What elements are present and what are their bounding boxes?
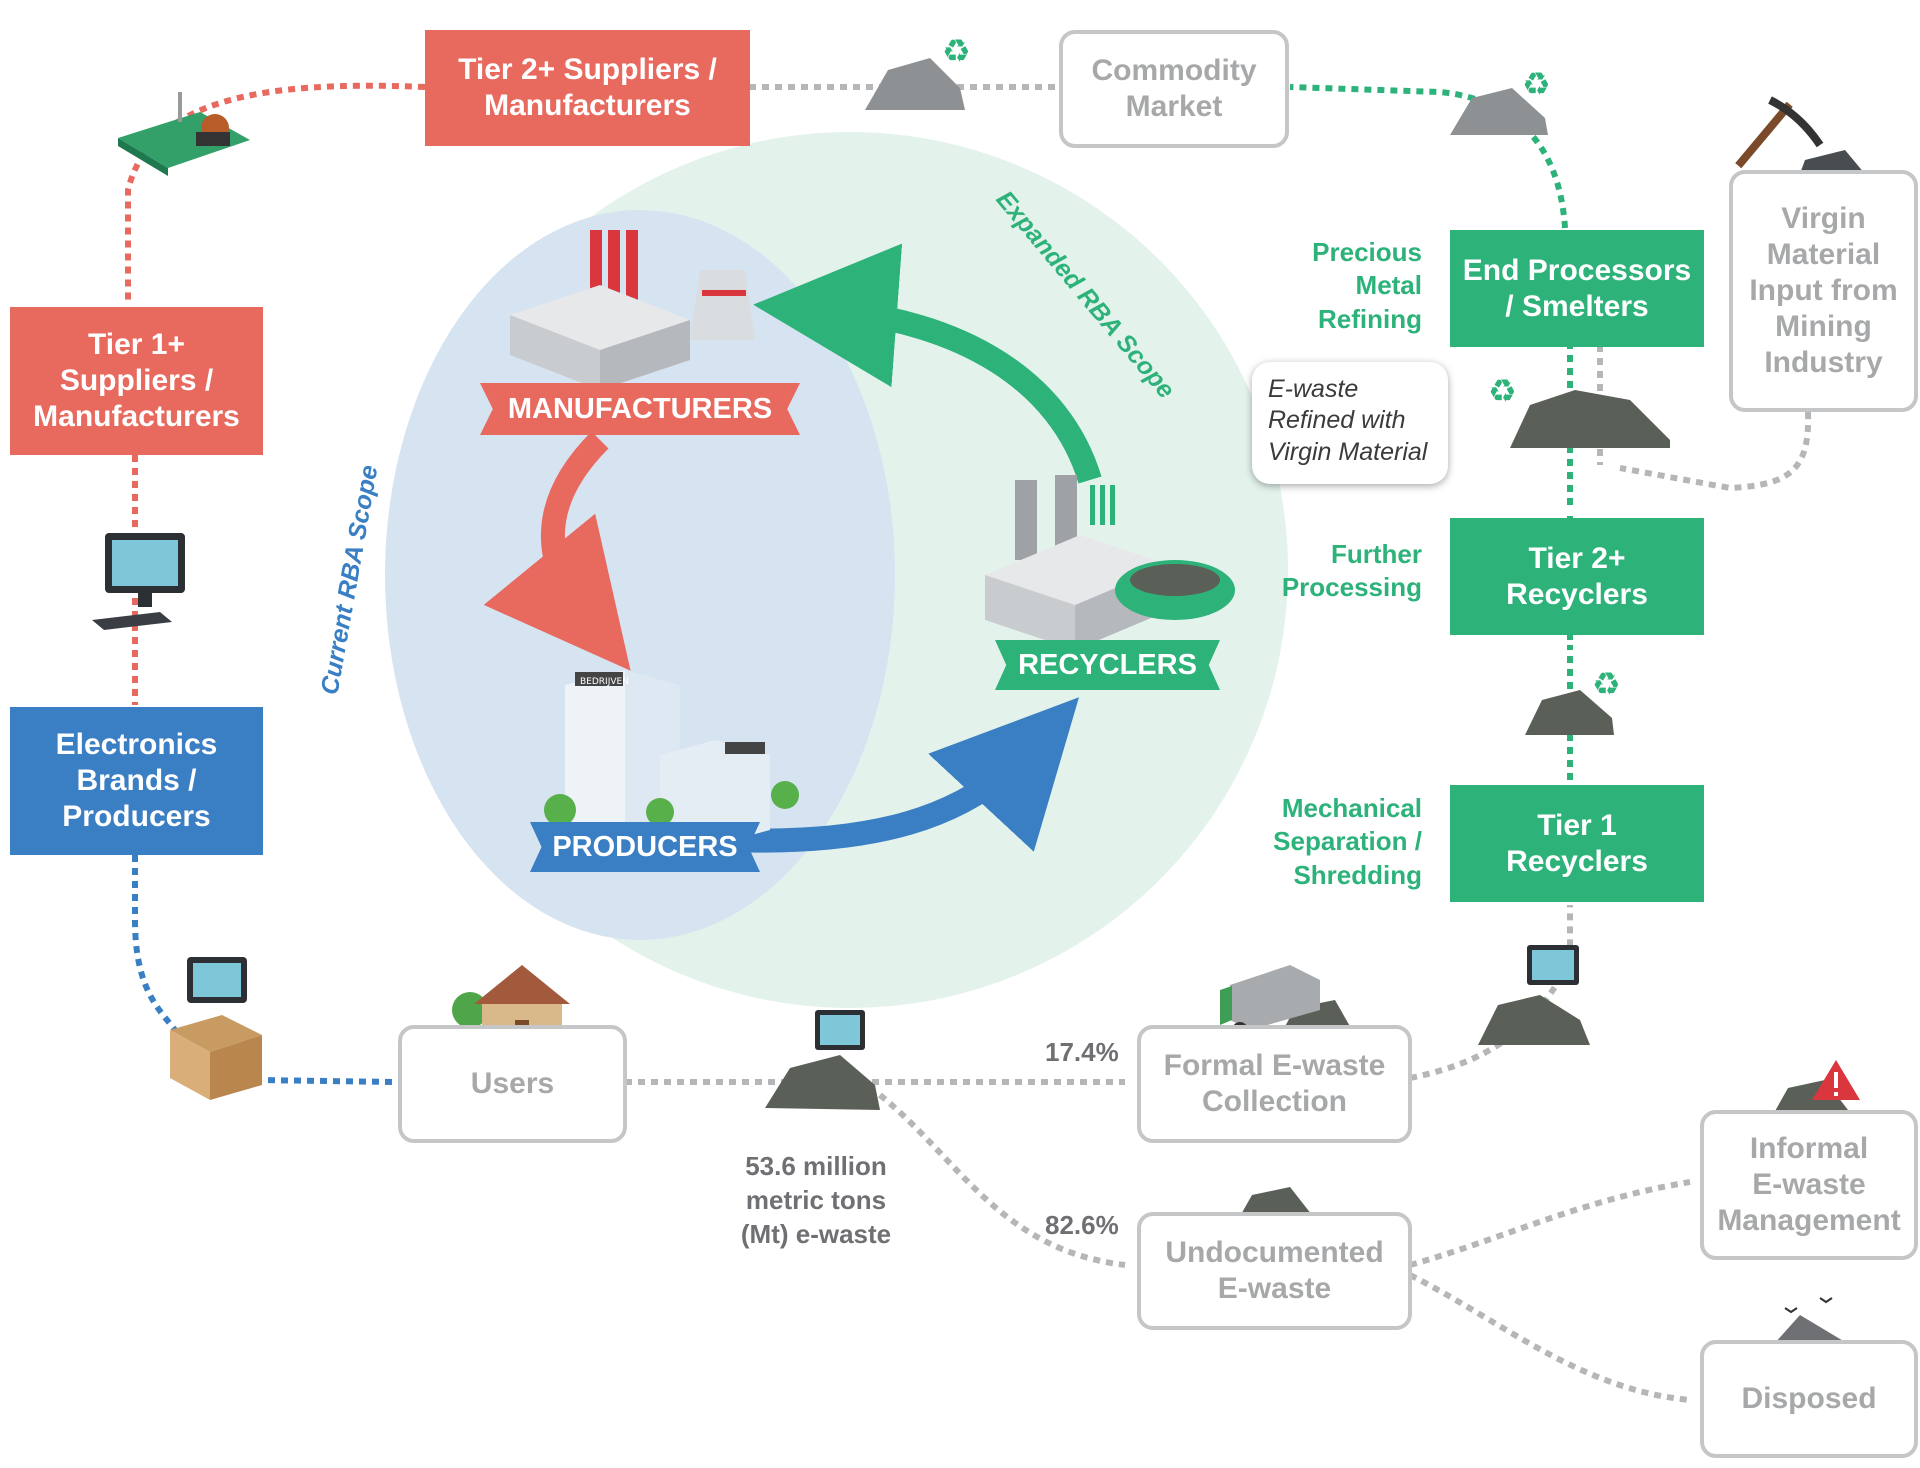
refined-callout: E-waste Refined with Virgin Material	[1252, 362, 1448, 484]
electronics-brands-box: Electronics Brands / Producers	[10, 707, 263, 855]
users-box: Users	[398, 1025, 627, 1143]
recycle-icon: ♻	[1592, 665, 1621, 703]
computer-icon	[1527, 945, 1579, 985]
scrap-metal-icon	[865, 58, 965, 110]
tier1-recyclers-box: Tier 1 Recyclers	[1450, 785, 1704, 902]
ewaste-pile-icon	[1510, 390, 1670, 448]
flow-users-to-undocumented	[878, 1092, 1126, 1268]
ewaste-pile-icon	[1525, 690, 1614, 735]
manufacturers-banner: MANUFACTURERS	[480, 383, 800, 435]
flow-undoc-to-disposed	[1408, 1272, 1691, 1403]
total-ewaste-label: 53.6 million metric tons (Mt) e-waste	[740, 1151, 892, 1249]
undocumented-ewaste-box: Undocumented E-waste	[1137, 1212, 1412, 1330]
disposed-box: Disposed	[1700, 1340, 1918, 1458]
informal-management-box: Informal E-waste Management	[1700, 1110, 1918, 1260]
flow-virgin-to-refining	[1619, 411, 1812, 492]
recyclers-banner: RECYCLERS	[995, 640, 1220, 690]
undocumented-share-label: 82.6%	[1045, 1210, 1119, 1240]
arrow-manufacturers-to-producers	[483, 431, 631, 671]
flow-tier2-to-tier1	[125, 82, 426, 305]
producers-banner: PRODUCERS	[530, 822, 760, 872]
computer-icon	[92, 533, 185, 630]
end-processors-box: End Processors / Smelters	[1450, 230, 1704, 347]
factory-icon	[510, 230, 755, 390]
ewaste-pile-icon	[765, 1010, 880, 1110]
recycle-icon: ♻	[1488, 372, 1517, 410]
warning-icon	[1812, 1060, 1860, 1100]
flow-box-to-users	[254, 1077, 396, 1085]
recycle-icon: ♻	[942, 32, 971, 70]
commodity-market-box: Commodity Market	[1059, 30, 1289, 148]
flow-brands-to-box	[132, 855, 178, 1032]
recycle-icon: ♻	[1522, 65, 1551, 103]
arrow-producers-to-recyclers	[729, 697, 1080, 853]
tier2-recyclers-box: Tier 2+ Recyclers	[1450, 518, 1704, 635]
flow-formal-to-tier1	[1409, 905, 1573, 1081]
flow-undoc-to-informal	[1409, 1179, 1691, 1268]
tier1-suppliers-box: Tier 1+ Suppliers / Manufacturers	[10, 307, 263, 455]
recycling-plant-icon	[985, 475, 1235, 650]
further-processing-label: Further Processing	[1281, 539, 1422, 603]
scrap-metal-icon	[1450, 88, 1548, 135]
virgin-material-box: Virgin Material Input from Mining Indust…	[1729, 170, 1918, 412]
building-sign: BEDRIJVEN	[580, 677, 629, 687]
ewaste-pile-icon	[1478, 995, 1590, 1045]
tier2-suppliers-box: Tier 2+ Suppliers / Manufacturers	[425, 30, 750, 146]
mechanical-separation-label: Mechanical Separation / Shredding	[1273, 793, 1422, 890]
formal-collection-box: Formal E-waste Collection	[1137, 1025, 1412, 1143]
formal-share-label: 17.4%	[1045, 1037, 1119, 1067]
precious-metal-label: Precious Metal Refining	[1312, 237, 1422, 334]
office-building-icon	[544, 670, 799, 845]
arrow-recyclers-to-manufacturers	[753, 243, 1102, 484]
box-computer-icon	[170, 957, 262, 1100]
circuit-board-icon	[118, 92, 250, 176]
